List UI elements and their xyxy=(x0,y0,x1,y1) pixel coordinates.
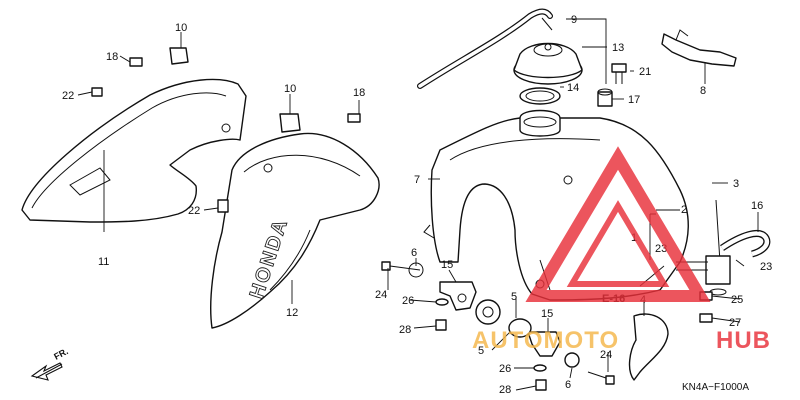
leader-lines xyxy=(77,18,759,391)
right-shroud: HONDA xyxy=(210,132,380,329)
bracket-15-left xyxy=(439,281,477,311)
grommet-10-b xyxy=(279,113,301,133)
watermark-text-part1: AUTOMOTO xyxy=(472,327,619,354)
callout-10: 10 xyxy=(175,22,187,34)
callout-24: 24 xyxy=(375,289,387,301)
callout-27: 27 xyxy=(729,317,741,329)
bolt-22-a xyxy=(91,87,103,97)
callout-14: 14 xyxy=(567,82,579,94)
callout-11: 11 xyxy=(98,256,109,268)
callout-26: 26 xyxy=(499,363,511,375)
callout-15: 15 xyxy=(541,308,553,320)
callout-5: 5 xyxy=(511,291,517,303)
callout-28: 28 xyxy=(399,324,411,336)
callout-22: 22 xyxy=(188,205,200,217)
watermark-text-part2: HUB xyxy=(716,327,771,354)
front-arrow-label: FR. xyxy=(52,346,69,362)
bolt-18-a xyxy=(129,57,143,67)
callout-8: 8 xyxy=(700,85,706,97)
drawing-code: KN4A−F1000A xyxy=(682,382,749,393)
bolt-24-left xyxy=(381,261,424,278)
watermark-triangle-outer xyxy=(525,146,711,302)
callout-18: 18 xyxy=(353,87,365,99)
front-arrow xyxy=(30,362,63,381)
breather-tube xyxy=(417,8,553,89)
callout-16: 16 xyxy=(751,200,763,212)
callout-9: 9 xyxy=(571,14,577,26)
bolt-28-right xyxy=(535,379,547,391)
callout-18: 18 xyxy=(106,51,118,63)
callout-13: 13 xyxy=(612,42,624,54)
bolt-24-right xyxy=(587,371,615,385)
fuel-cap xyxy=(513,42,583,85)
callout-26: 26 xyxy=(402,295,414,307)
callout-6: 6 xyxy=(565,379,571,391)
callout-3: 3 xyxy=(733,178,739,190)
watermark-logo: AUTOMOTO HUB xyxy=(472,146,771,354)
left-shroud xyxy=(21,78,247,223)
bracket-8 xyxy=(661,29,737,67)
grommet-10-a xyxy=(169,47,189,65)
callout-15: 15 xyxy=(441,259,453,271)
callout-23: 23 xyxy=(760,261,772,273)
callout-22: 22 xyxy=(62,90,74,102)
rubber-5-right xyxy=(508,318,532,338)
callout-17: 17 xyxy=(628,94,640,106)
washer-26-left xyxy=(435,298,449,306)
bolt-18-b xyxy=(347,113,361,123)
callout-6: 6 xyxy=(411,247,417,259)
callout-28: 28 xyxy=(499,384,511,396)
bolt-28-left xyxy=(435,319,447,331)
callout-5: 5 xyxy=(478,345,484,357)
strap-4 xyxy=(628,313,669,381)
callout-2: 2 xyxy=(681,204,687,216)
callout-10: 10 xyxy=(284,83,296,95)
cap-gasket xyxy=(519,87,561,105)
bolt-22-b xyxy=(217,199,229,213)
rubber-5-left xyxy=(475,299,501,325)
collar-17 xyxy=(597,88,613,107)
callout-7: 7 xyxy=(414,174,420,186)
small-bolt-21 xyxy=(611,63,627,84)
callout-21: 21 xyxy=(639,66,651,78)
bracket-15-right xyxy=(527,331,561,357)
watermark-triangle-inner xyxy=(566,200,670,287)
collar-6-right xyxy=(564,352,580,368)
callout-24: 24 xyxy=(600,349,612,361)
callout-25: 25 xyxy=(731,294,743,306)
callout-12: 12 xyxy=(286,307,298,319)
fuel-hose xyxy=(720,230,771,258)
washer-26-right xyxy=(533,364,547,372)
